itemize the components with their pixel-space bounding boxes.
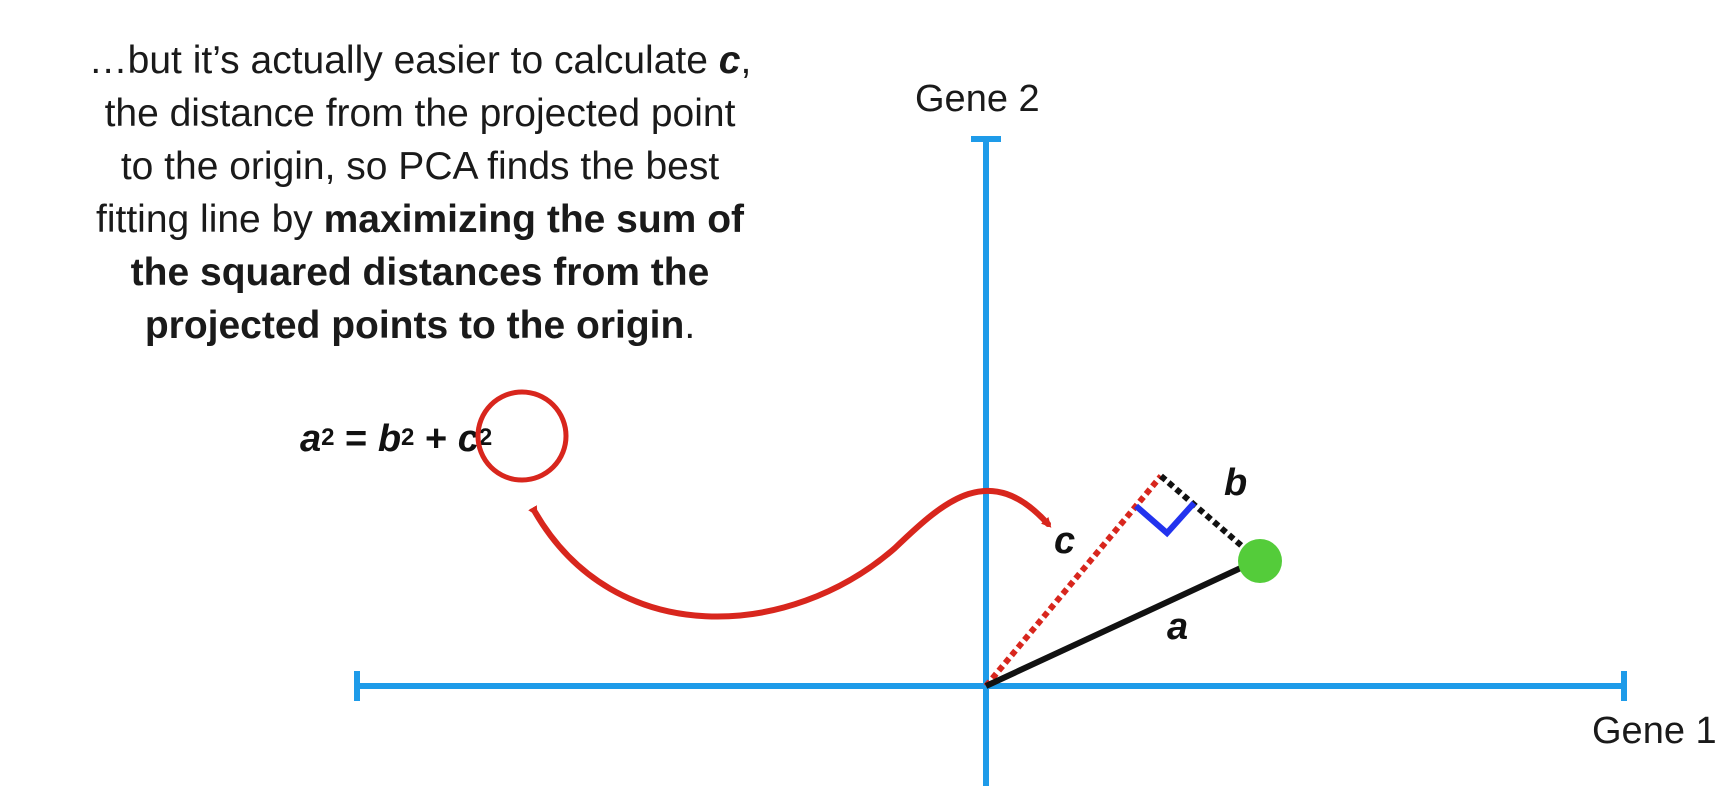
segment-a: [984, 557, 1260, 689]
equation-c: c: [457, 418, 479, 460]
curved-double-arrow: [528, 487, 1052, 620]
caption-line-1: …but it’s actually easier to calculate c…: [20, 34, 820, 87]
caption-line-5: the squared distances from the: [20, 246, 820, 299]
segment-a-label: a: [1167, 606, 1189, 648]
caption-line-6: projected points to the origin.: [20, 299, 820, 352]
segment-b-label: b: [1224, 462, 1248, 504]
equation-b: b: [377, 418, 402, 460]
pythagorean-equation: a2 = b2 + c2: [300, 418, 492, 461]
caption-line-4: fitting line by maximizing the sum of: [20, 193, 820, 246]
segment-c-label: c: [1054, 520, 1076, 562]
c-squared-highlight-circle: [475, 389, 569, 483]
equation-plus: +: [414, 418, 458, 460]
equation-b-exponent: 2: [401, 424, 415, 451]
caption-variable-c: c: [718, 39, 741, 82]
caption-line-4-bold: maximizing the sum of: [323, 198, 745, 241]
caption-line-5-bold: the squared distances from the: [130, 251, 710, 294]
caption-line-2: the distance from the projected point: [104, 92, 736, 135]
segment-b-dotted: [1159, 473, 1260, 563]
gene2-axis-label: Gene 2: [915, 78, 1040, 120]
data-point: [1238, 539, 1282, 583]
caption-line-1-text: …but it’s actually easier to calculate: [88, 39, 719, 82]
caption-text: …but it’s actually easier to calculate c…: [20, 34, 820, 352]
segment-c-dotted: [983, 474, 1164, 688]
caption-line-6-bold: projected points to the origin: [144, 304, 685, 347]
caption-line-6-period: .: [684, 304, 696, 347]
caption-line-4-text: fitting line by: [95, 198, 324, 241]
gene1-axis-label: Gene 1: [1592, 710, 1717, 752]
right-angle-marker: [1134, 500, 1197, 538]
equation-equals: =: [334, 418, 378, 460]
caption-line-1-comma: ,: [740, 39, 752, 82]
equation-a-exponent: 2: [321, 424, 335, 451]
equation-a: a: [300, 418, 322, 460]
equation-c-exponent: 2: [478, 424, 493, 451]
caption-line-3: to the origin, so PCA finds the best: [120, 145, 720, 188]
